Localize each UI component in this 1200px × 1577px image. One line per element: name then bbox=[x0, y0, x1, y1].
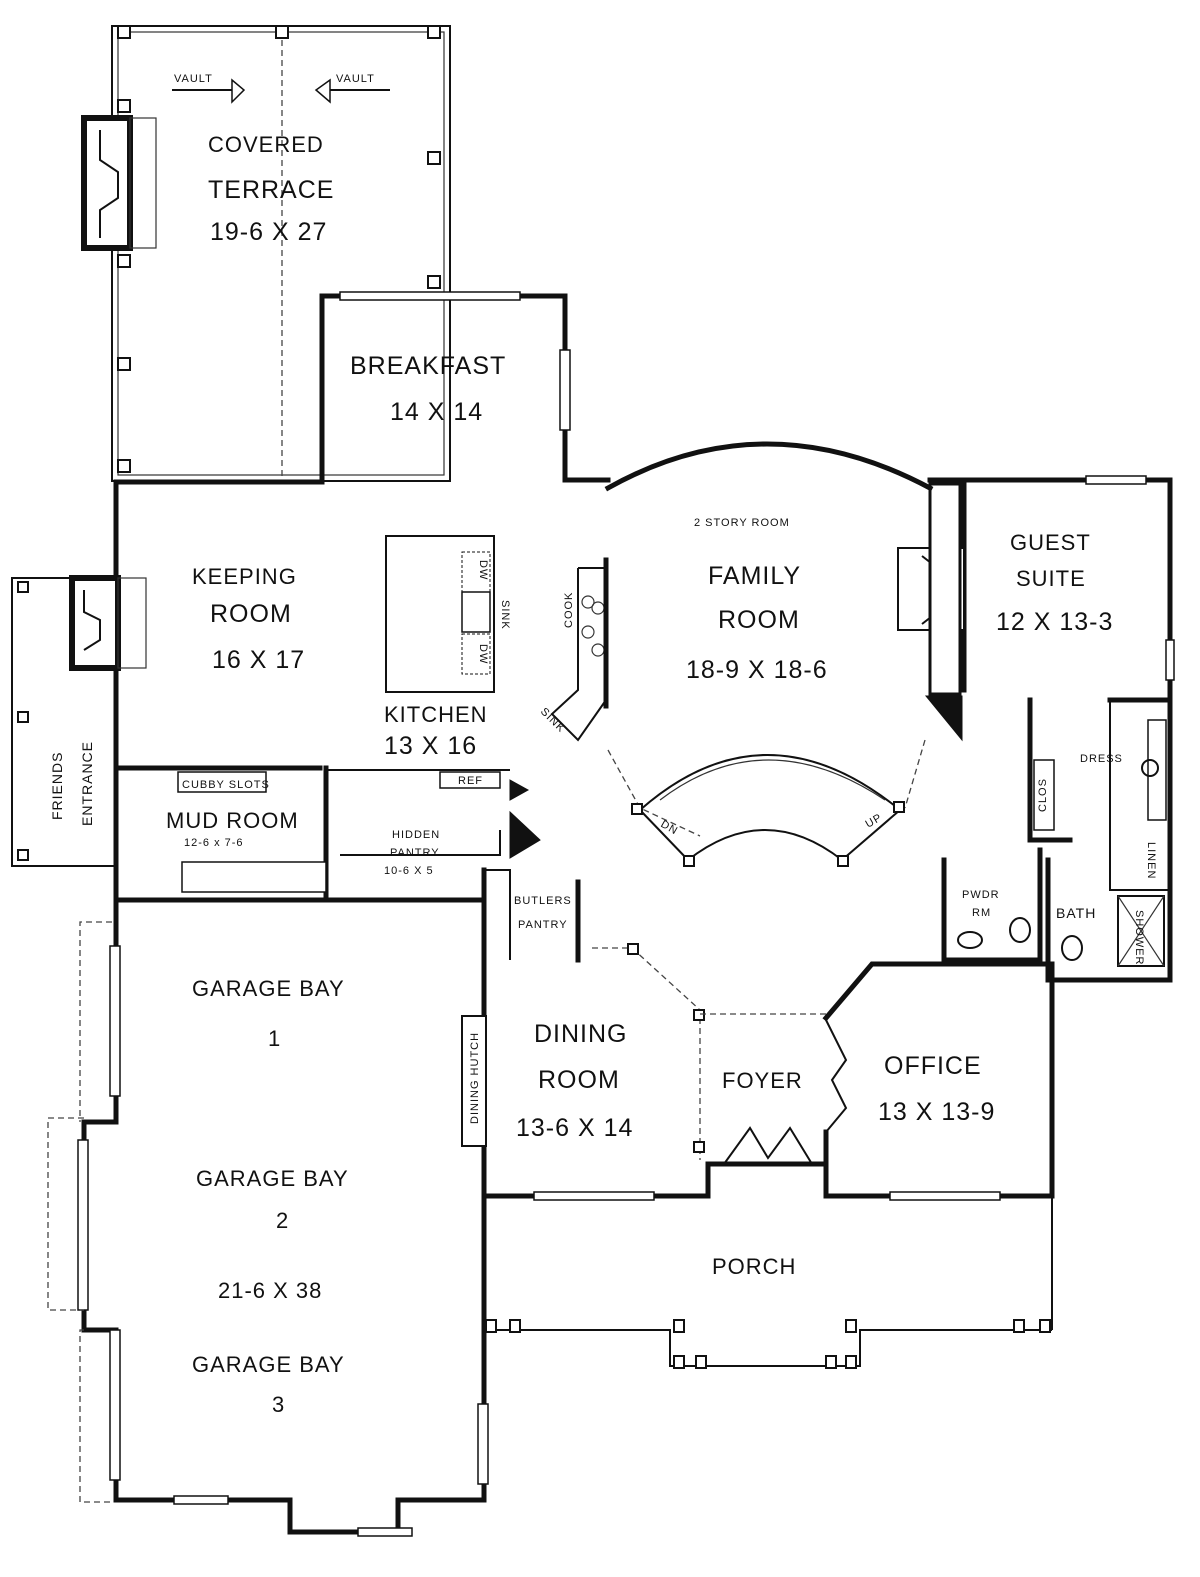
keeping-dims: 16 X 17 bbox=[212, 646, 305, 674]
family-name-1: FAMILY bbox=[708, 562, 801, 590]
closet-bath: BATH bbox=[1056, 905, 1096, 921]
dining-dims: 13-6 X 14 bbox=[516, 1114, 633, 1142]
family-note: 2 STORY ROOM bbox=[694, 517, 790, 529]
terrace-dims: 19-6 X 27 bbox=[210, 218, 327, 246]
kitchen-dw-bottom: DW bbox=[477, 644, 489, 664]
garage-bay-3: GARAGE BAY bbox=[192, 1352, 345, 1377]
garage-bay-3-num: 3 bbox=[272, 1392, 285, 1417]
terrace-name-2: TERRACE bbox=[208, 176, 334, 204]
friends-line-2: ENTRANCE bbox=[79, 741, 95, 826]
keeping-name-1: KEEPING bbox=[192, 564, 297, 589]
pwdr-line-1: PWDR bbox=[962, 889, 1000, 901]
pantry-line-2: PANTRY bbox=[390, 847, 440, 859]
guest-name-1: GUEST bbox=[1010, 530, 1091, 555]
stairs-dn: DN bbox=[659, 818, 680, 837]
garage-bay-2: GARAGE BAY bbox=[196, 1166, 349, 1191]
garage-bay-1-num: 1 bbox=[268, 1026, 281, 1051]
exterior-walls bbox=[81, 293, 1173, 1535]
closet-dress: DRESS bbox=[1080, 753, 1123, 765]
garage-bay-2-num: 2 bbox=[276, 1208, 289, 1233]
dining-name-2: ROOM bbox=[538, 1066, 620, 1094]
family-name-2: ROOM bbox=[718, 606, 800, 634]
garage-dims: 21-6 X 38 bbox=[218, 1278, 322, 1303]
pantry-dims: 10-6 X 5 bbox=[384, 865, 434, 877]
terrace-name-1: COVERED bbox=[208, 132, 324, 157]
closet-linen: LINEN bbox=[1145, 842, 1157, 879]
garage-bay-1: GARAGE BAY bbox=[192, 976, 345, 1001]
kitchen-dw-top: DW bbox=[477, 560, 489, 580]
kitchen-cook: COOK bbox=[563, 592, 575, 628]
guest-name-2: SUITE bbox=[1016, 566, 1086, 591]
butlers-line-2: PANTRY bbox=[518, 919, 568, 931]
mud-name: MUD ROOM bbox=[166, 808, 299, 833]
terrace-vault-left: VAULT bbox=[174, 73, 213, 85]
dining-hutch: DINING HUTCH bbox=[469, 1032, 481, 1124]
kitchen-sink: SINK bbox=[499, 600, 511, 630]
kitchen-dims: 13 X 16 bbox=[384, 732, 477, 760]
mud-cubby: CUBBY SLOTS bbox=[182, 779, 270, 791]
foyer-name: FOYER bbox=[722, 1068, 803, 1093]
porch-name: PORCH bbox=[712, 1254, 796, 1279]
dining-name-1: DINING bbox=[534, 1020, 628, 1048]
pantry-ref: REF bbox=[458, 775, 483, 787]
pantry-line-1: HIDDEN bbox=[392, 829, 440, 841]
stairs-up: UP bbox=[864, 812, 885, 831]
kitchen-name: KITCHEN bbox=[384, 702, 488, 727]
breakfast-name: BREAKFAST bbox=[350, 352, 506, 380]
butlers-line-1: BUTLERS bbox=[514, 895, 572, 907]
breakfast-dims: 14 X 14 bbox=[390, 398, 483, 426]
closet-clos: CLOS bbox=[1037, 778, 1049, 812]
pwdr-line-2: RM bbox=[972, 907, 991, 919]
friends-line-1: FRIENDS bbox=[49, 752, 65, 820]
keeping-name-2: ROOM bbox=[210, 600, 292, 628]
closet-shower: SHOWER bbox=[1133, 910, 1145, 966]
guest-dims: 12 X 13-3 bbox=[996, 608, 1113, 636]
covered-terrace-structure bbox=[81, 25, 451, 482]
room-labels: VAULT VAULT COVERED TERRACE 19-6 X 27 BR… bbox=[49, 73, 1157, 1417]
interior-walls bbox=[11, 291, 1175, 1537]
mud-dims: 12-6 x 7-6 bbox=[184, 837, 244, 849]
office-name: OFFICE bbox=[884, 1052, 982, 1080]
terrace-vault-right: VAULT bbox=[336, 73, 375, 85]
family-dims: 18-9 X 18-6 bbox=[686, 656, 828, 684]
office-dims: 13 X 13-9 bbox=[878, 1098, 995, 1126]
